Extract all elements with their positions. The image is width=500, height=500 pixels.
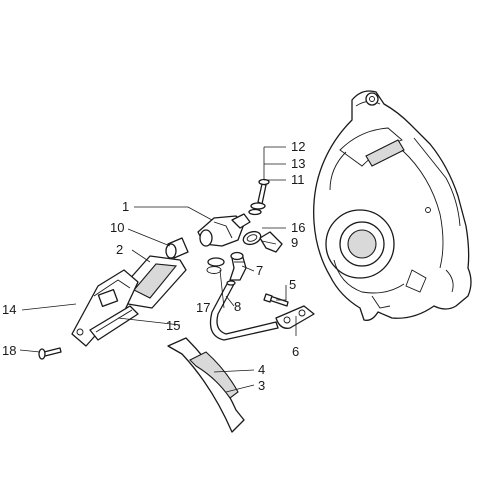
callout-6: 6 bbox=[292, 344, 299, 359]
part-8-pipe bbox=[209, 280, 279, 341]
part-17-clamp bbox=[206, 257, 225, 274]
parts-11-12-13-screw-washers bbox=[248, 178, 270, 216]
callout-17: 17 bbox=[196, 300, 210, 315]
callout-2: 2 bbox=[116, 242, 123, 257]
part-5-bolt bbox=[263, 293, 289, 307]
part-6-gasket bbox=[275, 305, 315, 329]
callout-11: 11 bbox=[291, 172, 305, 187]
callout-13: 13 bbox=[291, 156, 305, 171]
part-15-seal-strip bbox=[89, 305, 139, 341]
callout-8: 8 bbox=[234, 299, 241, 314]
part-9-hose bbox=[259, 231, 283, 253]
callout-4: 4 bbox=[258, 362, 265, 377]
part-10-sleeve bbox=[165, 237, 189, 259]
callout-14: 14 bbox=[2, 302, 16, 317]
callout-18: 18 bbox=[2, 343, 16, 358]
callout-3: 3 bbox=[258, 378, 265, 393]
callout-15: 15 bbox=[166, 318, 180, 333]
part-7-elbow-fitting bbox=[229, 251, 247, 281]
callout-labels: 1 2 3 4 5 6 7 8 9 10 11 12 13 14 15 16 1… bbox=[2, 139, 305, 393]
callout-10: 10 bbox=[110, 220, 124, 235]
part-16-hose-clamp bbox=[242, 230, 262, 246]
callout-5: 5 bbox=[289, 277, 296, 292]
part-18-screw bbox=[38, 347, 62, 360]
part-4-trim-strip bbox=[189, 351, 239, 399]
callout-9: 9 bbox=[291, 235, 298, 250]
part-1-tee-fitting bbox=[197, 213, 251, 247]
callout-7: 7 bbox=[256, 263, 263, 278]
callout-16: 16 bbox=[291, 220, 305, 235]
callout-12: 12 bbox=[291, 139, 305, 154]
engine-cover-housing bbox=[313, 90, 472, 321]
leader-lines bbox=[19, 146, 297, 393]
part-14-side-panel bbox=[71, 269, 139, 347]
callout-1: 1 bbox=[122, 199, 129, 214]
part-2-fairing-panel bbox=[119, 255, 187, 309]
